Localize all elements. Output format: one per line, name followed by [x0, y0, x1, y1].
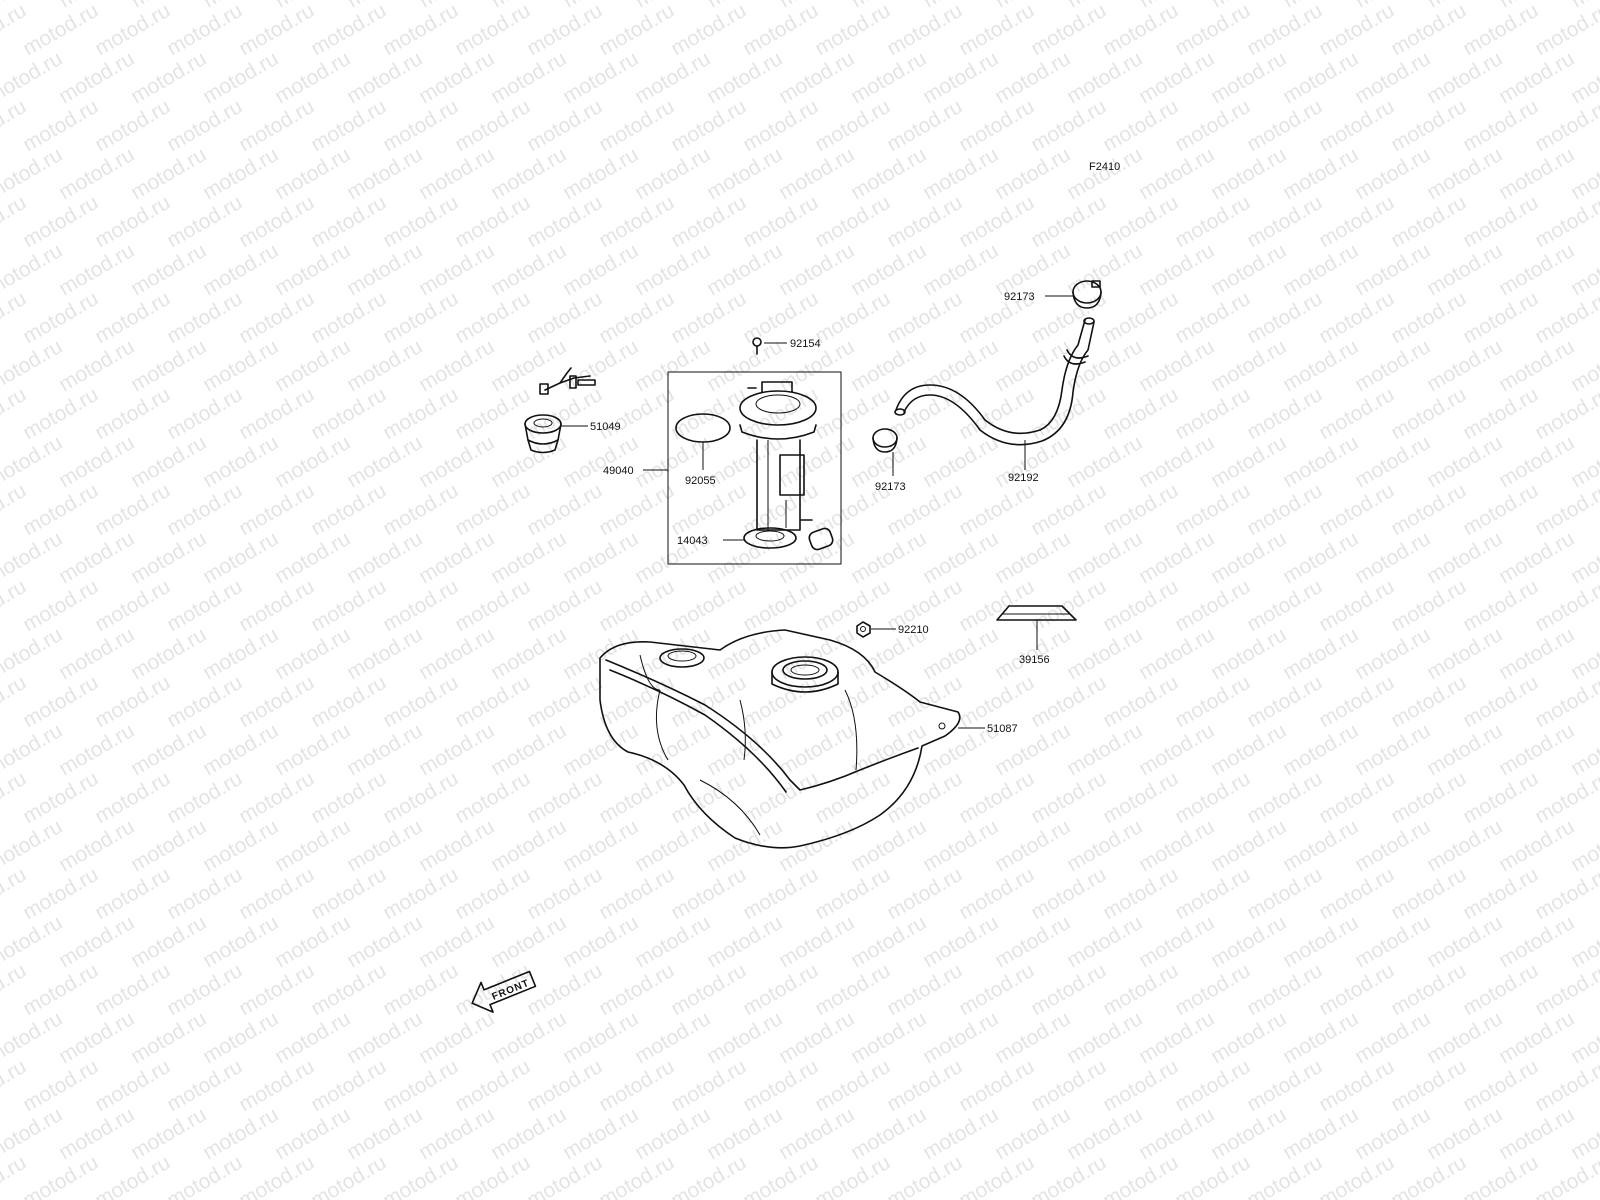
gasket-92055[interactable]	[675, 413, 731, 443]
callout-92154: 92154	[790, 338, 821, 350]
nut-92210[interactable]: 92210	[856, 621, 929, 638]
hose-clamp-92173-mid[interactable]: 92173	[872, 428, 906, 493]
diagram-code: F2410	[1089, 161, 1120, 173]
callout-51049: 51049	[590, 421, 621, 433]
front-label: FRONT	[491, 978, 532, 1003]
callout-14043: 14043	[677, 535, 708, 547]
fuel-pump-assembly-49040[interactable]: 49040 92055 14043	[603, 371, 842, 565]
pad-39156[interactable]: 39156	[996, 605, 1077, 666]
callout-51087: 51087	[987, 723, 1018, 735]
filter-14043[interactable]	[743, 527, 797, 549]
callout-92055: 92055	[685, 475, 716, 487]
fuel-cap-51049[interactable]: 51049	[524, 367, 621, 454]
callout-49040: 49040	[603, 465, 634, 477]
callout-92173-mid: 92173	[875, 481, 906, 493]
callout-92173-top: 92173	[1004, 291, 1035, 303]
callout-92192: 92192	[1008, 472, 1039, 484]
front-direction-arrow: FRONT	[471, 970, 537, 1013]
fuel-hose-92192[interactable]: 92192	[894, 317, 1095, 484]
hose-clamp-92173-top[interactable]: 92173	[1004, 280, 1102, 309]
fuel-tank-51087[interactable]: 51087	[599, 629, 1018, 849]
callout-39156: 39156	[1019, 654, 1050, 666]
callout-92210: 92210	[898, 624, 929, 636]
bolt-92154[interactable]: 92154	[752, 337, 821, 355]
